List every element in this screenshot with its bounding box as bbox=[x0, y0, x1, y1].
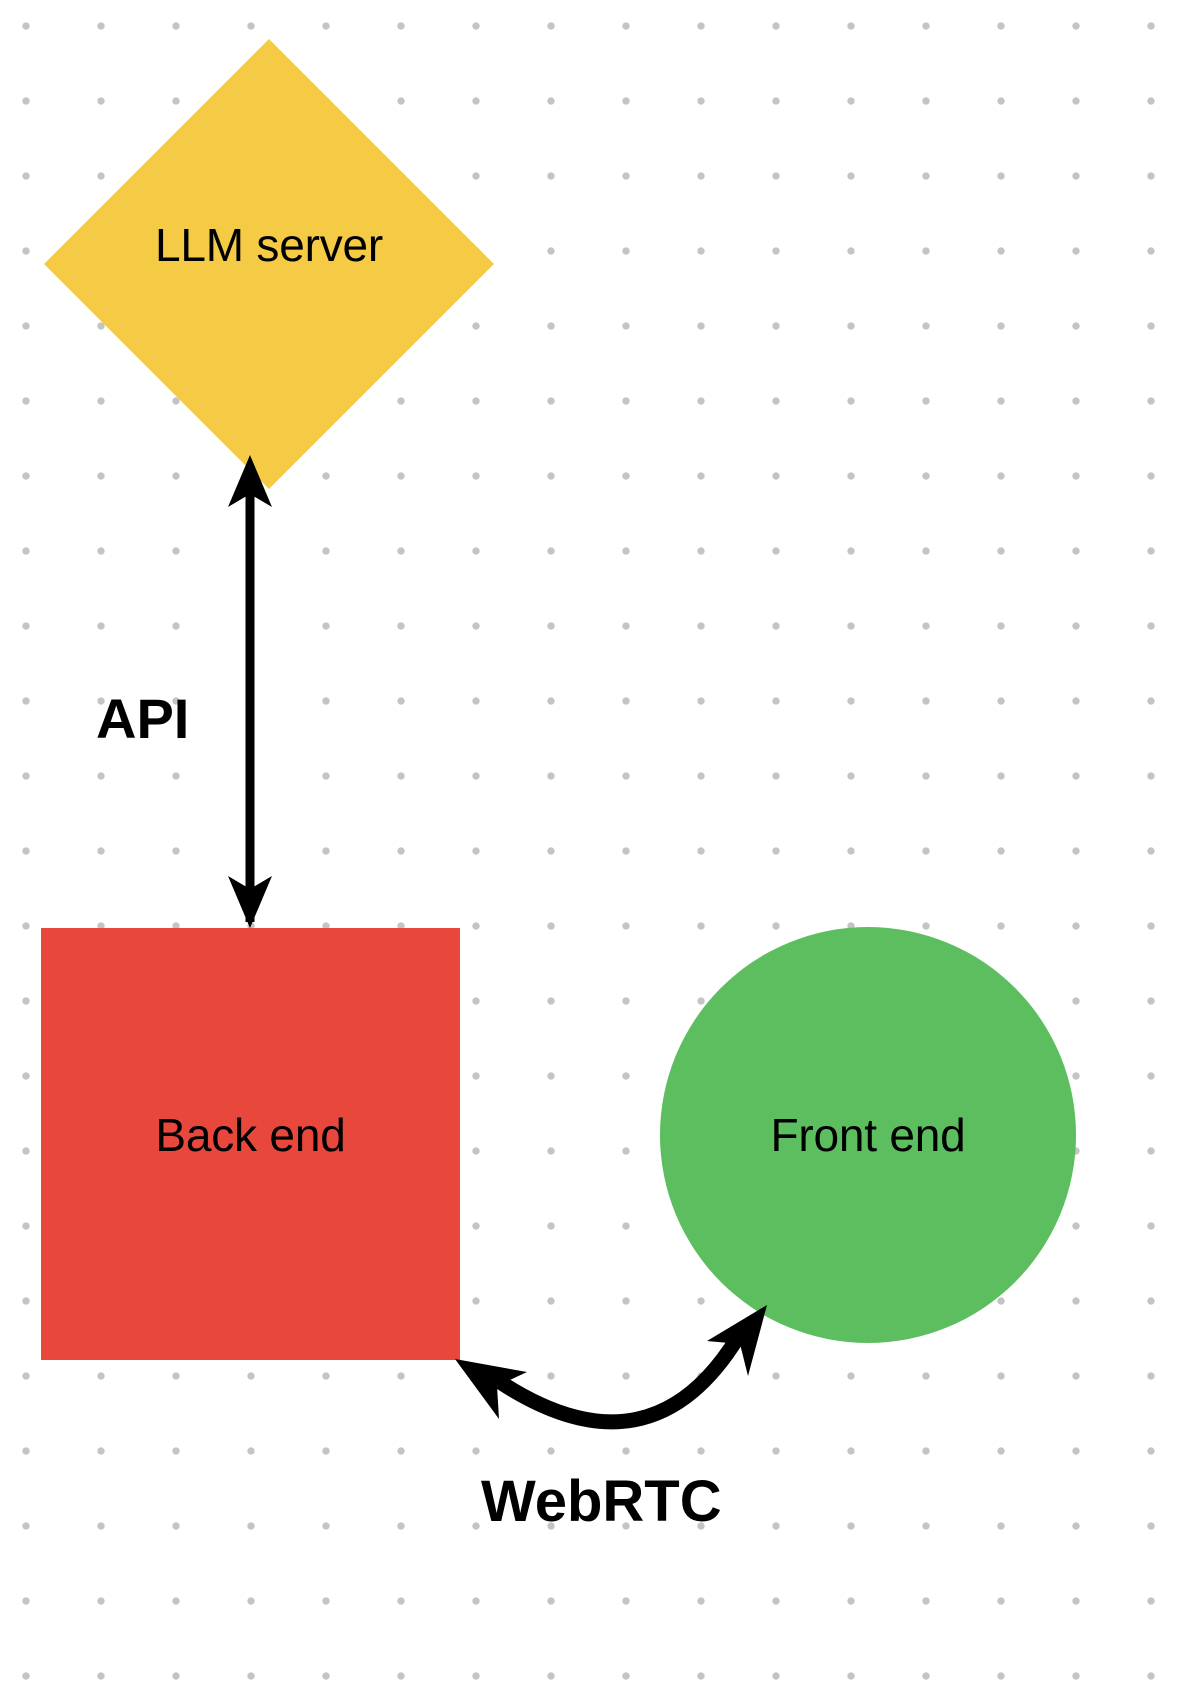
edge-webrtc-arrow[interactable] bbox=[455, 1305, 767, 1430]
edge-api-arrow[interactable] bbox=[228, 455, 272, 928]
node-front-end-shape[interactable] bbox=[660, 927, 1076, 1343]
edge-api-label: API bbox=[96, 687, 190, 750]
node-back-end-shape[interactable] bbox=[41, 928, 460, 1360]
edge-webrtc-label: WebRTC bbox=[481, 1469, 722, 1534]
node-llm-server-shape[interactable] bbox=[44, 39, 494, 489]
